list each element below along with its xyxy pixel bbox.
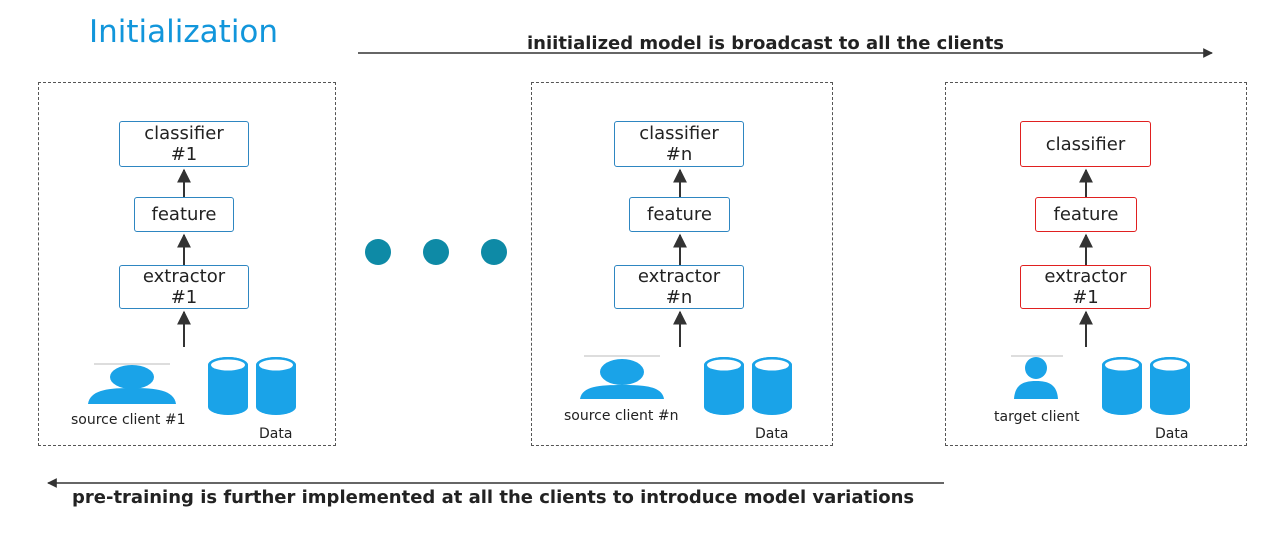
extractor-index: #n	[665, 287, 693, 308]
feature-label: feature	[151, 204, 217, 225]
user-icon	[580, 355, 664, 399]
classifier-box-n: classifier #n	[614, 121, 744, 167]
feature-label: feature	[647, 204, 712, 225]
database-icon	[1102, 357, 1190, 415]
ellipsis-dot	[423, 239, 449, 265]
client-label-n: source client #n	[564, 408, 679, 424]
classifier-box-target: classifier	[1020, 121, 1151, 167]
user-icon	[1011, 355, 1063, 399]
data-label-target: Data	[1155, 426, 1189, 442]
diagram-title: Initialization	[89, 14, 279, 50]
user-icon	[88, 363, 176, 404]
feature-box-1: feature	[134, 197, 234, 232]
client-label-1: source client #1	[71, 412, 186, 428]
panel-source-client-n	[531, 82, 833, 446]
database-icon	[704, 357, 792, 415]
classifier-label: classifier	[144, 123, 224, 144]
feature-box-n: feature	[629, 197, 730, 232]
feature-box-target: feature	[1035, 197, 1137, 232]
classifier-index: #n	[665, 144, 693, 165]
extractor-label: extractor	[637, 266, 721, 287]
ellipsis-dot	[481, 239, 507, 265]
classifier-box-1: classifier #1	[119, 121, 249, 167]
panel-target-client	[945, 82, 1247, 446]
data-label-n: Data	[755, 426, 789, 442]
pretraining-caption: pre-training is further implemented at a…	[72, 487, 915, 508]
extractor-label: extractor	[142, 266, 226, 287]
extractor-label: extractor	[1044, 266, 1127, 287]
extractor-box-1: extractor #1	[119, 265, 249, 309]
feature-label: feature	[1053, 204, 1119, 225]
panel-source-client-1	[38, 82, 336, 446]
broadcast-caption: iniitialized model is broadcast to all t…	[527, 33, 1005, 54]
database-icon	[208, 357, 296, 415]
ellipsis-dot	[365, 239, 391, 265]
classifier-index: #1	[170, 144, 198, 165]
extractor-box-target: extractor #1	[1020, 265, 1151, 309]
data-label-1: Data	[259, 426, 293, 442]
extractor-index: #1	[1072, 287, 1099, 308]
classifier-label: classifier	[1045, 133, 1126, 155]
extractor-box-n: extractor #n	[614, 265, 744, 309]
classifier-label: classifier	[639, 123, 719, 144]
extractor-index: #1	[170, 287, 198, 308]
client-label-target: target client	[994, 409, 1080, 425]
